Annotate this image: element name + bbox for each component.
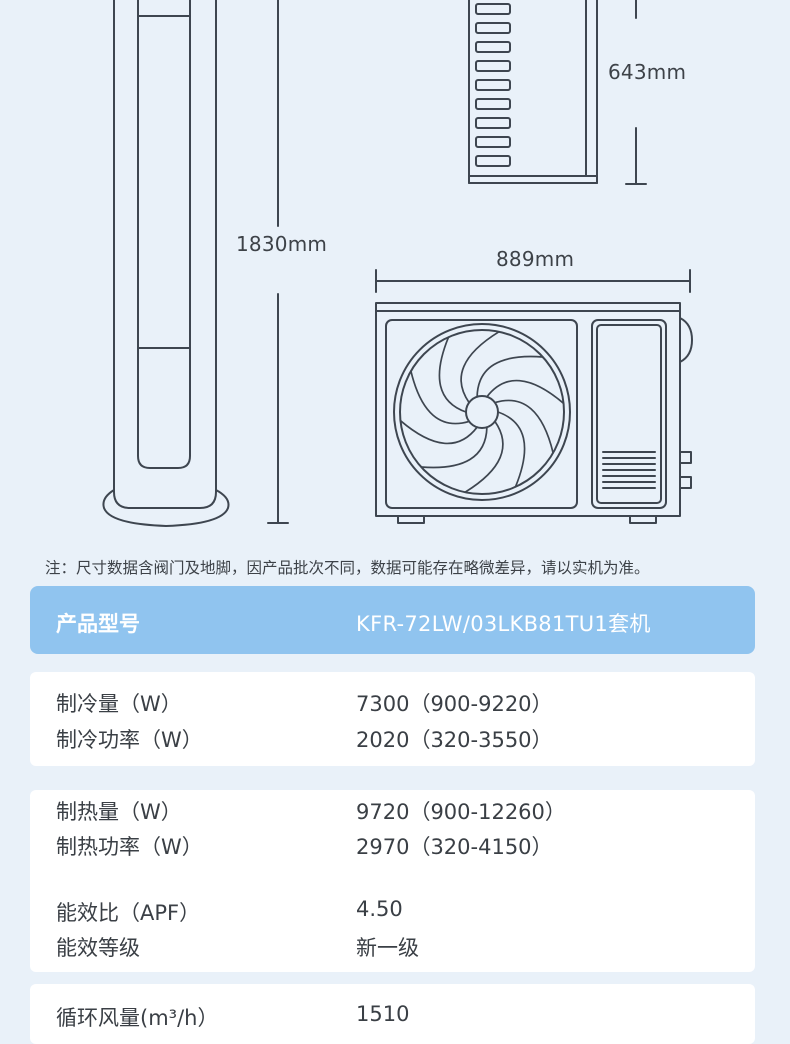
spec-value: 2020（320-3550） — [356, 728, 553, 752]
model-value: KFR-72LW/03LKB81TU1套机 — [356, 612, 651, 636]
fan-blade — [497, 411, 526, 488]
outdoor-side-view-drawing — [468, 0, 598, 184]
fan-blade — [494, 399, 554, 454]
indoor-height-label: 1830mm — [236, 232, 328, 256]
fan-blade — [464, 420, 504, 494]
spec-value: 新一级 — [356, 936, 419, 960]
fan-blade — [476, 355, 544, 398]
spec-label: 制热量（W） — [56, 800, 182, 824]
spec-card-airflow: 循环风量(m³/h） 1510 — [30, 984, 755, 1044]
spec-card-heating: 制热量（W） 9720（900-12260） 制热功率（W） 2970（320-… — [30, 790, 755, 972]
fan-blade — [420, 426, 488, 469]
spec-value: 4.50 — [356, 897, 403, 921]
spec-label: 能效等级 — [56, 936, 140, 960]
model-label: 产品型号 — [56, 612, 140, 636]
spec-value: 2970（320-4150） — [356, 835, 553, 859]
spec-label: 制热功率（W） — [56, 835, 203, 859]
line-drawing — [102, 0, 693, 527]
fan-blade — [438, 336, 467, 413]
spec-label: 循环风量(m³/h） — [56, 1006, 219, 1030]
dimension-note: 注：尺寸数据含阀门及地脚，因产品批次不同，数据可能存在略微差异，请以实机为准。 — [45, 559, 650, 577]
model-header: 产品型号 KFR-72LW/03LKB81TU1套机 — [30, 586, 755, 654]
spec-card-cooling: 制冷量（W） 7300（900-9220） 制冷功率（W） 2020（320-3… — [30, 672, 755, 766]
outdoor-width-dimension — [375, 269, 691, 293]
spec-value: 9720（900-12260） — [356, 800, 566, 824]
fan-blade — [410, 370, 470, 425]
indoor-height-dimension — [267, 0, 289, 524]
outdoor-front-view-drawing — [375, 302, 693, 524]
spec-label: 制冷量（W） — [56, 692, 182, 716]
outdoor-width-label: 889mm — [496, 247, 575, 271]
spec-value: 1510 — [356, 1002, 410, 1026]
spec-label: 能效比（APF） — [56, 901, 201, 925]
fan-drawing — [393, 323, 571, 501]
outdoor-height-dimension — [625, 0, 647, 185]
spec-value: 7300（900-9220） — [356, 692, 553, 716]
fan-blade — [460, 330, 500, 404]
fan-blade — [399, 419, 478, 445]
outdoor-height-label: 643mm — [608, 60, 687, 84]
indoor-unit-drawing — [102, 0, 230, 527]
fan-blade — [486, 379, 565, 405]
spec-label: 制冷功率（W） — [56, 728, 203, 752]
product-dimension-diagram: 1830mm 889mm 643mm — [102, 0, 693, 527]
